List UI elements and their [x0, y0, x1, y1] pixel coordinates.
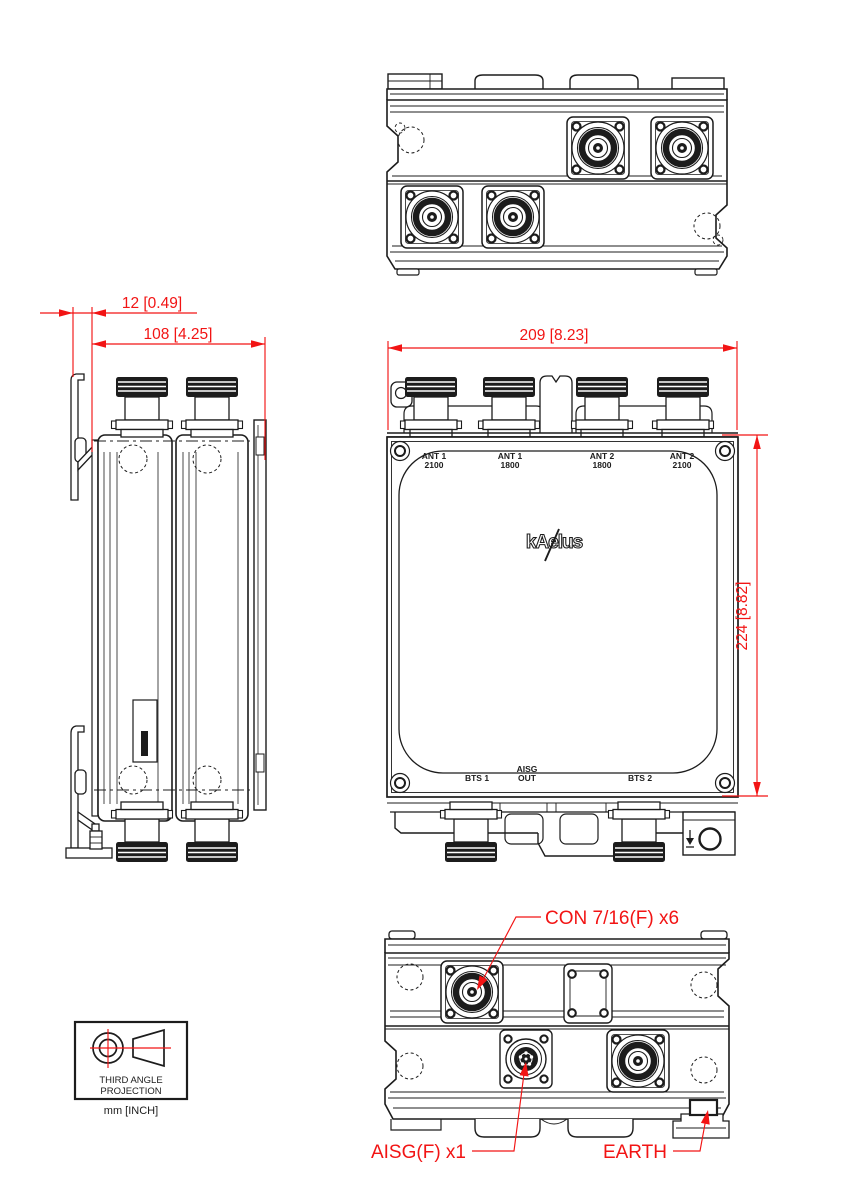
vent-detail	[693, 212, 721, 240]
svg-text:kAelus: kAelus	[526, 532, 583, 553]
port-label-ant2-1800-freq: 1800	[593, 460, 612, 470]
port-label-aisg-line1: AISG	[517, 764, 538, 774]
din-connector-face	[441, 961, 503, 1023]
front-lid-panel	[398, 450, 718, 774]
callout-con: CON 7/16(F) x6	[477, 908, 679, 990]
corner-screw	[714, 772, 736, 794]
callout-aisg-text: AISG(F) x1	[371, 1142, 466, 1163]
din-connector-face	[607, 1030, 669, 1092]
din-connector-side	[607, 801, 671, 863]
top-view-bump-right	[569, 74, 639, 89]
port-label-ant2-2100-name: ANT 2	[670, 451, 695, 461]
units-note: mm [INCH]	[104, 1105, 158, 1117]
front-view: ANT 1 2100 ANT 1 1800 ANT 2 1800 ANT 2 2…	[386, 375, 739, 863]
dim-bracket-offset: 12 [0.49]	[40, 295, 197, 452]
top-view-body	[386, 99, 728, 270]
din-connector-side	[110, 801, 174, 863]
corner-screw	[389, 440, 411, 462]
side-view	[65, 373, 267, 863]
side-view-cavity-right	[175, 434, 249, 822]
din-connector-face	[651, 117, 713, 179]
dim-depth: 108 [4.25]	[92, 326, 266, 460]
bracket-bolt	[91, 823, 100, 832]
callout-earth: EARTH	[603, 1110, 710, 1163]
kaelus-logo: kAelus	[525, 528, 584, 562]
din-connector-side	[439, 801, 503, 863]
din-connector-face	[401, 186, 463, 248]
port-label-ant1-1800-name: ANT 1	[498, 451, 523, 461]
din-connector-face	[482, 186, 544, 248]
top-view-bracket-tab-left	[387, 73, 443, 90]
center-boss	[539, 375, 573, 433]
port-label-aisg-line2: OUT	[518, 773, 537, 783]
top-view	[386, 73, 728, 276]
side-view-cavity-left	[97, 434, 173, 822]
earth-screw	[698, 827, 722, 851]
dim-height: 224 [8.82]	[722, 434, 768, 797]
port-label-ant2-2100-freq: 2100	[673, 460, 692, 470]
projection-cone	[132, 1028, 165, 1068]
port-label-bts1: BTS 1	[465, 773, 489, 783]
port-label-ant2-1800-name: ANT 2	[590, 451, 615, 461]
aisg-connector-face	[498, 1028, 554, 1090]
top-view-bracket-tab-right	[671, 77, 725, 90]
din-connector-side	[110, 376, 174, 438]
dim-width: 209 [8.23]	[387, 327, 738, 430]
front-face	[386, 436, 739, 798]
din-connector-face	[567, 117, 629, 179]
dim-text-224: 224 [8.82]	[734, 582, 751, 651]
callout-con-text: CON 7/16(F) x6	[545, 908, 679, 929]
bottom-view	[384, 930, 730, 1139]
din-connector-side	[180, 376, 244, 438]
mounting-bracket-bottom	[65, 725, 113, 859]
earth-symbol	[686, 830, 694, 848]
blanking-plate	[563, 963, 613, 1024]
projection-label-line2: PROJECTION	[100, 1086, 161, 1097]
earth-stud	[672, 1098, 730, 1139]
aisg-out-port	[504, 813, 544, 845]
top-view-bump-left	[474, 74, 544, 89]
bottom-view-body	[384, 952, 730, 1120]
corner-screw	[714, 440, 736, 462]
mounting-bracket-top	[70, 373, 96, 501]
port-label-ant1-2100-name: ANT 1	[422, 451, 447, 461]
corner-screw	[389, 772, 411, 794]
projection-label-line1: THIRD ANGLE	[99, 1075, 162, 1086]
port-label-ant1-1800-freq: 1800	[501, 460, 520, 470]
port-label-bts2: BTS 2	[628, 773, 652, 783]
third-angle-projection: THIRD ANGLE PROJECTION mm [INCH]	[73, 1020, 189, 1117]
port-label-ant1-2100-freq: 2100	[425, 460, 444, 470]
dim-text-209: 209 [8.23]	[520, 327, 589, 344]
dim-text-12: 12 [0.49]	[122, 295, 182, 312]
dim-text-108: 108 [4.25]	[144, 326, 213, 343]
earth-lug	[682, 811, 736, 856]
vent-detail	[397, 126, 425, 154]
din-connector-side	[180, 801, 244, 863]
callout-earth-text: EARTH	[603, 1142, 667, 1163]
callout-aisg: AISG(F) x1	[371, 1062, 529, 1163]
lid-edge	[253, 419, 267, 811]
